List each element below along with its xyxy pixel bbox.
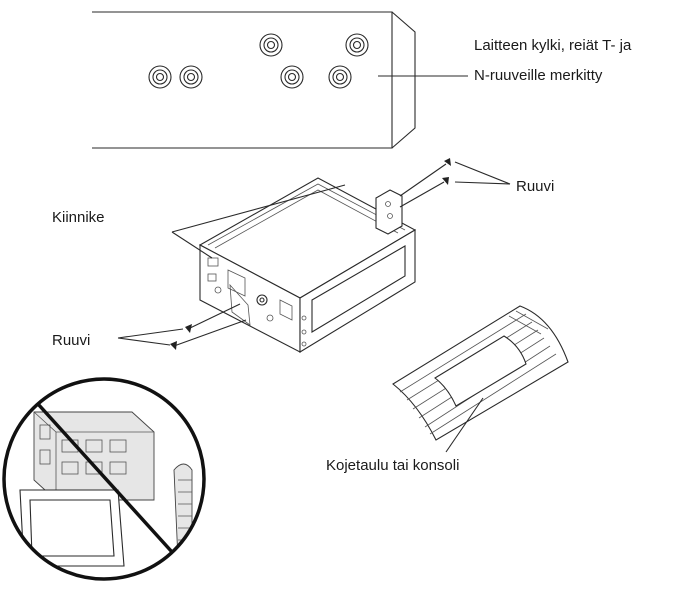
label-device-side-line2: N-ruuveille merkitty bbox=[474, 67, 603, 84]
screw-icon bbox=[399, 177, 449, 208]
prohibited-sign-icon bbox=[2, 377, 206, 581]
device-side-panel bbox=[92, 11, 468, 149]
screw-icon bbox=[170, 319, 247, 350]
screw-hole-icon bbox=[280, 65, 304, 89]
screw-hole-icon bbox=[328, 65, 352, 89]
label-screw-left: Ruuvi bbox=[52, 332, 90, 349]
screw-hole-icon bbox=[345, 33, 369, 57]
screw-icon bbox=[185, 303, 241, 333]
wrong-mounting-inset bbox=[2, 377, 206, 581]
screw-hole-icon bbox=[179, 65, 203, 89]
dashboard-console bbox=[392, 305, 569, 453]
radio-unit bbox=[198, 177, 417, 353]
screw-hole-icon bbox=[259, 33, 283, 57]
label-dashboard: Kojetaulu tai konsoli bbox=[326, 457, 459, 474]
label-bracket: Kiinnike bbox=[52, 209, 105, 226]
bracket-leader-lines bbox=[171, 184, 346, 259]
screw-icon bbox=[399, 158, 451, 197]
label-screw-top: Ruuvi bbox=[516, 178, 554, 195]
label-device-side-line1: Laitteen kylki, reiät T- ja bbox=[474, 37, 632, 54]
screw-hole-icon bbox=[148, 65, 172, 89]
